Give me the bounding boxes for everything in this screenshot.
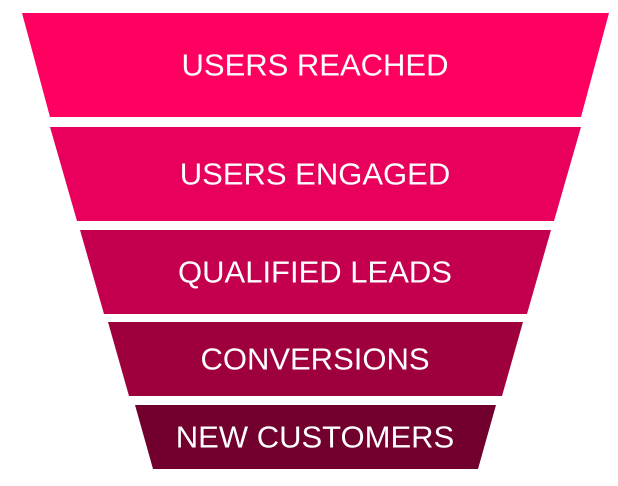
stage-label: NEW CUSTOMERS xyxy=(176,420,454,455)
funnel-segment xyxy=(80,230,551,314)
stage-label: USERS ENGAGED xyxy=(180,157,450,192)
funnel-stage-users-engaged: USERS ENGAGED xyxy=(50,127,581,221)
stage-label: QUALIFIED LEADS xyxy=(178,255,452,290)
funnel-segment xyxy=(22,13,609,117)
stage-label: USERS REACHED xyxy=(182,48,449,83)
funnel-segment xyxy=(50,127,581,221)
funnel-stage-conversions: CONVERSIONS xyxy=(108,322,523,396)
funnel-stage-new-customers: NEW CUSTOMERS xyxy=(135,405,496,469)
funnel-segment xyxy=(135,405,496,469)
funnel-stage-qualified-leads: QUALIFIED LEADS xyxy=(80,230,551,314)
funnel-stage-users-reached: USERS REACHED xyxy=(22,13,609,117)
funnel-segment xyxy=(108,322,523,396)
stage-label: CONVERSIONS xyxy=(200,342,429,377)
